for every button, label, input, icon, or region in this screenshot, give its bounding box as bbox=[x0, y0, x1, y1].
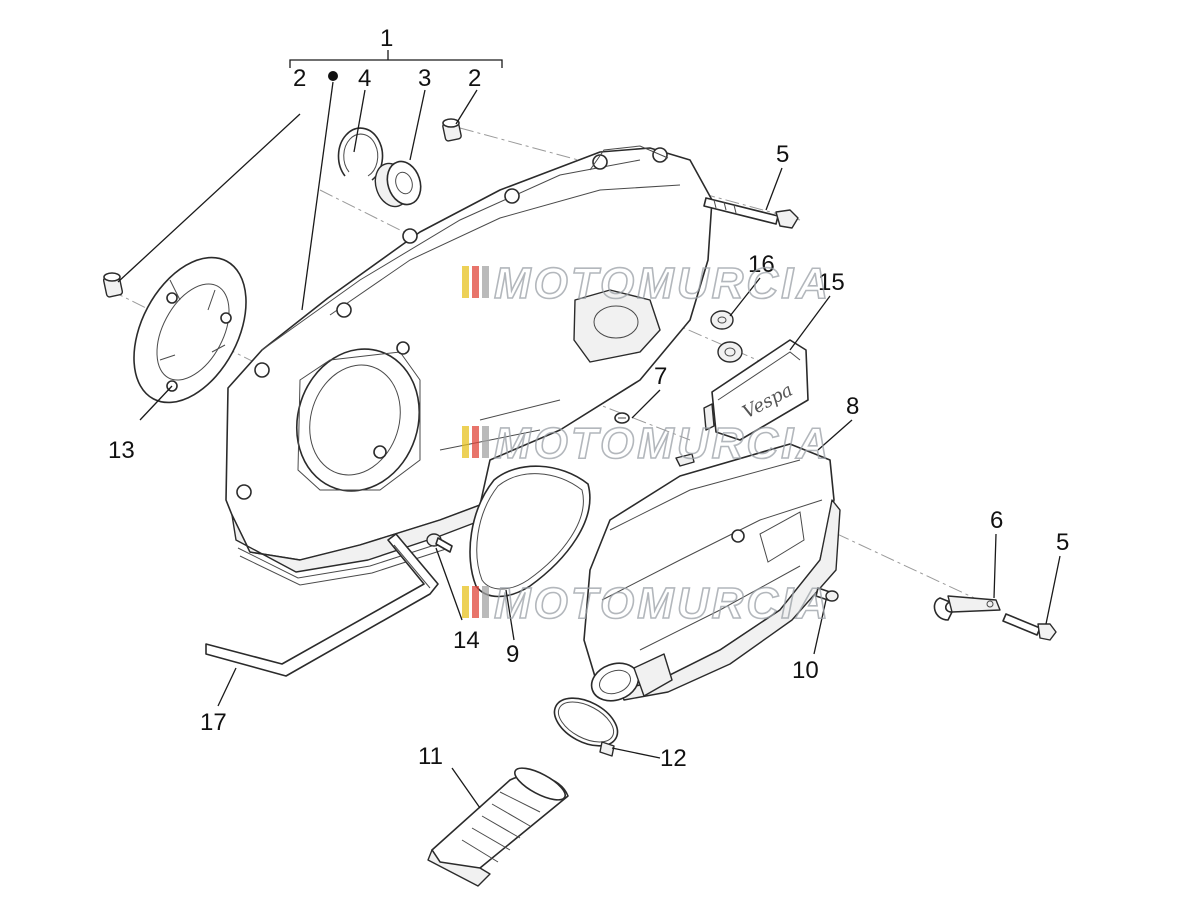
part-9-gasket bbox=[470, 466, 590, 596]
callout-13: 13 bbox=[108, 437, 135, 464]
watermark-text: MOTOMURCIA bbox=[494, 579, 831, 628]
part-14-screw bbox=[427, 534, 452, 552]
callout-17: 17 bbox=[200, 709, 227, 736]
callout-5-upper: 5 bbox=[776, 141, 789, 168]
callout-12: 12 bbox=[660, 745, 687, 772]
callout-1: 1 bbox=[380, 25, 393, 52]
part-2-dowel-left bbox=[103, 273, 123, 297]
part-11-intake-bellows bbox=[428, 762, 569, 886]
callout-8: 8 bbox=[846, 393, 859, 420]
part-4-circlip bbox=[339, 128, 383, 180]
callout-3: 3 bbox=[418, 65, 431, 92]
callout-10: 10 bbox=[792, 657, 819, 684]
callout-2-left: 2 bbox=[293, 65, 306, 92]
callout-2-right: 2 bbox=[468, 65, 481, 92]
note-dot-marker bbox=[328, 71, 338, 81]
watermark-top: MOTOMURCIA bbox=[462, 259, 831, 308]
callout-6: 6 bbox=[990, 507, 1003, 534]
watermark-bottom: MOTOMURCIA bbox=[462, 579, 831, 628]
part-5-bolt-upper bbox=[704, 198, 798, 228]
watermark-middle: MOTOMURCIA bbox=[462, 419, 831, 468]
callout-4: 4 bbox=[358, 65, 371, 92]
callout-9: 9 bbox=[506, 641, 519, 668]
callout-5-lower: 5 bbox=[1056, 529, 1069, 556]
callout-14: 14 bbox=[453, 627, 480, 654]
callout-11: 11 bbox=[418, 743, 443, 770]
watermark-text: MOTOMURCIA bbox=[494, 419, 831, 468]
part-5-bolt-lower bbox=[1003, 614, 1056, 640]
part-2-dowel-right bbox=[442, 119, 461, 141]
callout-7: 7 bbox=[654, 363, 667, 390]
part-6-bracket-clip bbox=[934, 596, 1000, 620]
watermark-text: MOTOMURCIA bbox=[494, 259, 831, 308]
part-16-rubber-washers bbox=[711, 311, 742, 362]
